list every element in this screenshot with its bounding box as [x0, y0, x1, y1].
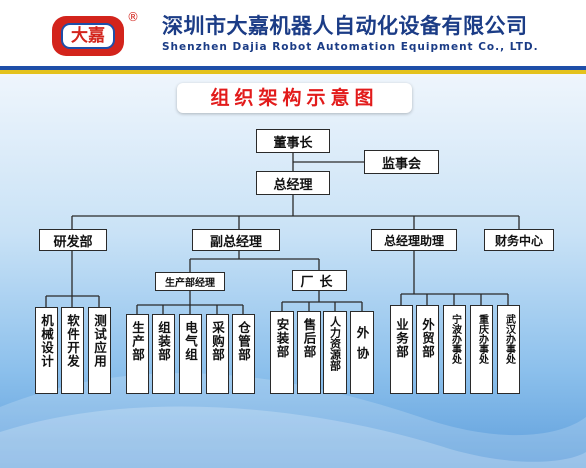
background-swirl-decoration [0, 373, 586, 468]
registered-trademark-icon: ® [127, 10, 139, 24]
unit-business: 业务部 [390, 305, 413, 394]
unit-mechanical-design: 机械设计 [35, 307, 58, 394]
unit-foreign-trade: 外贸部 [416, 305, 439, 394]
general-manager-box: 总经理 [256, 171, 330, 195]
chart-title: 组织架构示意图 [177, 83, 412, 113]
unit-warehouse: 仓管部 [232, 314, 255, 394]
company-name-chinese: 深圳市大嘉机器人自动化设备有限公司 [162, 14, 528, 38]
unit-test-application: 测试应用 [88, 307, 111, 394]
unit-after-sales: 售后部 [297, 311, 321, 394]
unit-production: 生产部 [126, 314, 149, 394]
finance-center-box: 财务中心 [484, 229, 554, 251]
logo-text: 大嘉 [61, 23, 115, 49]
unit-ningbo-office: 宁波办事处 [443, 305, 466, 394]
unit-outsourcing: 外协 [350, 311, 374, 394]
header-divider-gold [0, 70, 586, 74]
unit-purchasing: 采购部 [206, 314, 229, 394]
unit-human-resources: 人力资源部 [323, 311, 347, 394]
chairman-box: 董事长 [256, 129, 330, 153]
header-divider-light [0, 74, 586, 77]
unit-assembly: 组装部 [152, 314, 175, 394]
supervisory-board-box: 监事会 [364, 150, 439, 174]
unit-wuhan-office: 武汉办事处 [497, 305, 520, 394]
deputy-gm-box: 副总经理 [192, 229, 280, 251]
unit-software-development: 软件开发 [61, 307, 84, 394]
gm-assistant-box: 总经理助理 [371, 229, 457, 251]
unit-installation: 安装部 [270, 311, 294, 394]
header-divider-blue [0, 66, 586, 70]
rnd-department-box: 研发部 [39, 229, 107, 251]
plant-manager-box: 厂长 [292, 270, 347, 291]
company-name-english: Shenzhen Dajia Robot Automation Equipmen… [162, 41, 539, 53]
production-manager-box: 生产部经理 [155, 272, 225, 291]
unit-electrical: 电气组 [179, 314, 202, 394]
company-logo: 大嘉 [52, 16, 124, 56]
unit-chongqing-office: 重庆办事处 [470, 305, 493, 394]
